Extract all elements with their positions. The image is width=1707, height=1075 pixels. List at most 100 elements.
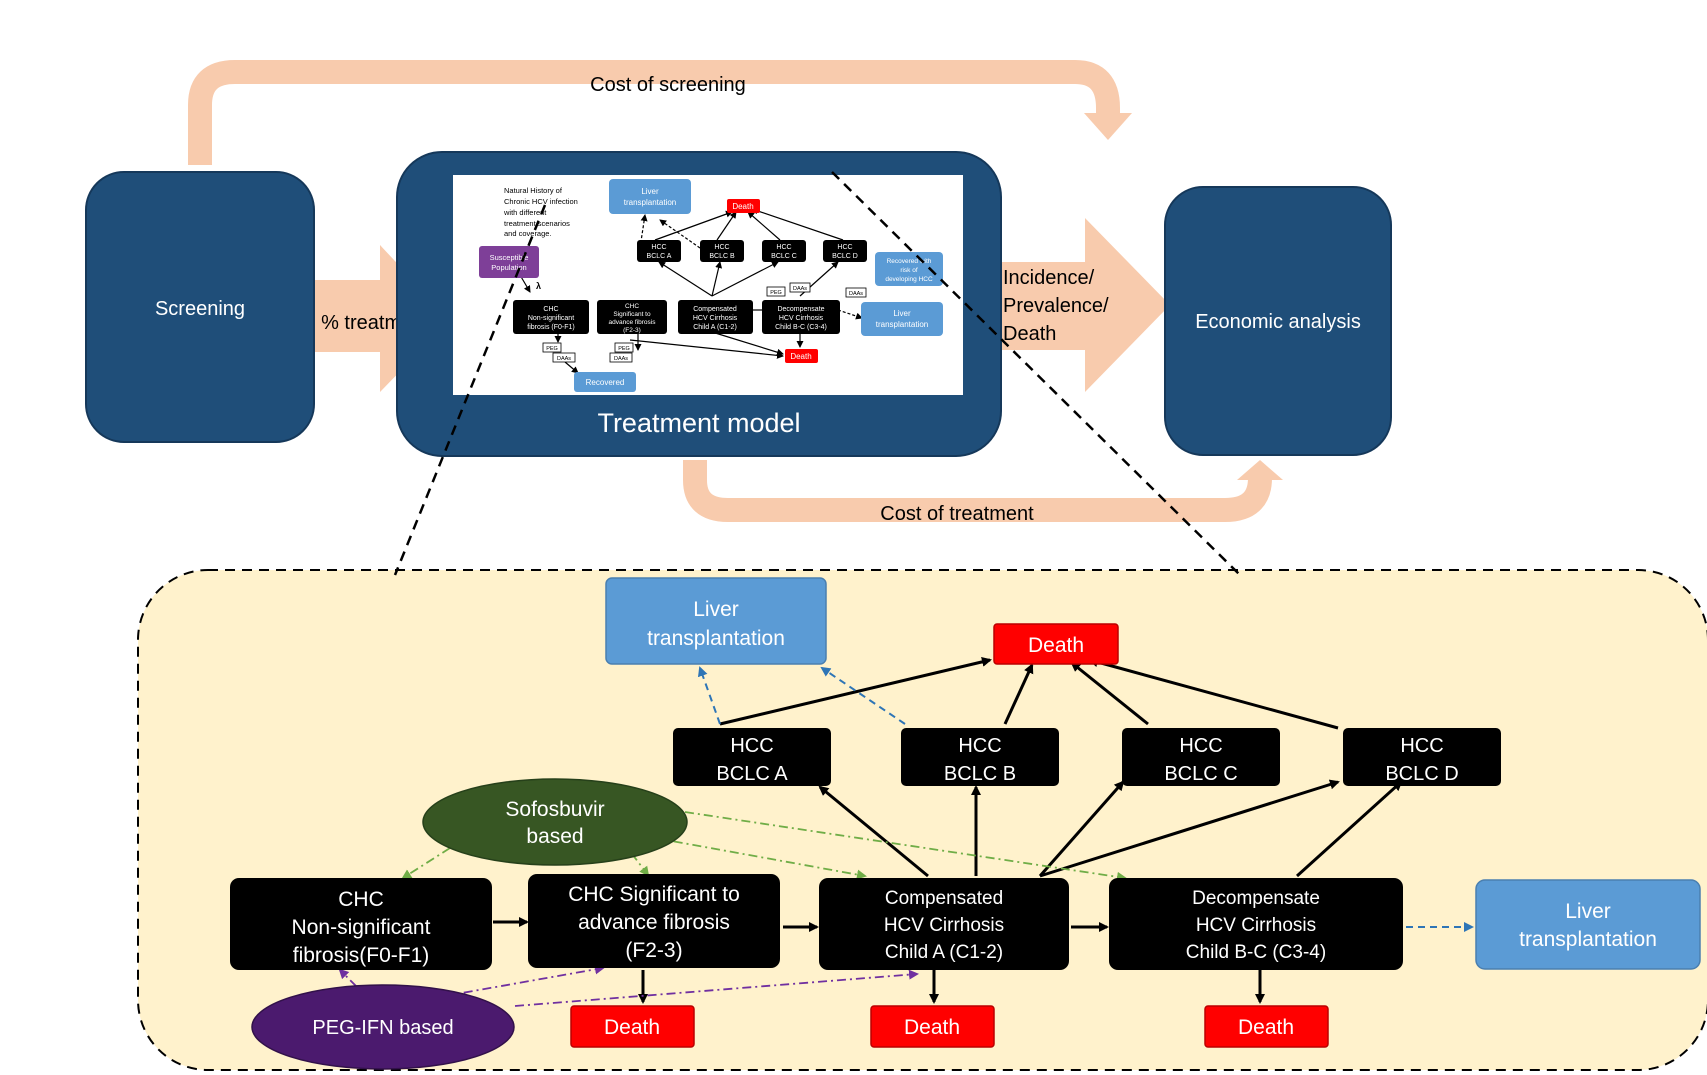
outcomes-flow-arrow bbox=[960, 218, 1170, 392]
screening-box bbox=[85, 171, 315, 443]
chc-significant-box bbox=[528, 874, 780, 968]
thumb-daas-tag bbox=[845, 287, 867, 298]
thumb-recovered-box bbox=[574, 372, 636, 392]
thumb-chc2-line: (F2-3) bbox=[623, 327, 641, 334]
chc-non-significant-line: fibrosis(F0-F1) bbox=[293, 944, 430, 967]
compensated-cirrhosis-line: HCV Cirrhosis bbox=[884, 915, 1004, 936]
thumb-susceptible-line: Population bbox=[491, 263, 526, 272]
thumb-death-top bbox=[727, 199, 760, 213]
thumb-daas-tag-label: DAAs bbox=[793, 286, 807, 292]
cost-of-screening-label: Cost of screening bbox=[590, 74, 746, 96]
death-bottom-label: Death bbox=[904, 1016, 960, 1039]
thumb-decomp-line: Child B-C (C3-4) bbox=[775, 324, 827, 331]
thumb-lambda: λ bbox=[536, 281, 541, 291]
outcome-prevalence-label: Prevalence/ bbox=[1003, 295, 1109, 317]
hcc-bclc-c-line: HCC bbox=[1179, 735, 1222, 757]
treatment-model-label: Treatment model bbox=[597, 408, 800, 438]
liver-tx-right-line: transplantation bbox=[1519, 928, 1657, 951]
thumb-chc1-box bbox=[513, 300, 589, 334]
thumb-recovered-risk-box bbox=[875, 252, 943, 286]
thumb-caption-line: with different bbox=[503, 208, 547, 217]
thumb-hcc-b-line: BCLC B bbox=[709, 253, 735, 260]
liver-tx-right-line: Liver bbox=[1565, 900, 1611, 923]
thumb-decomp-line: Decompensate bbox=[777, 306, 824, 313]
hcc-bclc-b-line: BCLC B bbox=[944, 763, 1016, 785]
thumb-chc2-line: advance fibrosis bbox=[609, 319, 657, 326]
hcc-bclc-c-box bbox=[1122, 728, 1280, 786]
thumb-decomp-box bbox=[762, 300, 840, 334]
outcome-incidence-label: Incidence/ bbox=[1003, 267, 1095, 289]
model-thumbnail: Natural History of Chronic HCV infection… bbox=[453, 175, 963, 395]
compensated-cirrhosis-box bbox=[819, 878, 1069, 970]
thumb-liver-tx-top-line: transplantation bbox=[624, 198, 676, 207]
death-bottom-label: Death bbox=[1238, 1016, 1294, 1039]
hcc-bclc-b-box bbox=[901, 728, 1059, 786]
thumb-hcc-a-line: BCLC A bbox=[647, 253, 672, 260]
zoom-line-left bbox=[393, 204, 547, 576]
thumb-peg-tag bbox=[542, 342, 562, 353]
thumb-caption-line: Natural History of bbox=[504, 186, 563, 195]
compensated-cirrhosis-line: Compensated bbox=[885, 888, 1003, 909]
thumb-daas-tag bbox=[552, 352, 576, 363]
thumb-daas-tag bbox=[789, 282, 811, 293]
decompensate-cirrhosis-line: Decompensate bbox=[1192, 888, 1320, 909]
thumb-peg-tag bbox=[766, 286, 786, 297]
thumb-death-bottom-label: Death bbox=[790, 352, 811, 361]
economic-analysis-label: Economic analysis bbox=[1195, 311, 1361, 333]
death-bottom-box bbox=[570, 1005, 695, 1048]
death-bottom-box bbox=[870, 1005, 995, 1048]
liver-tx-top-line: Liver bbox=[693, 598, 739, 621]
thumb-hcc-a-line: HCC bbox=[651, 244, 666, 251]
thumb-liver-tx-right-line: Liver bbox=[893, 309, 911, 318]
thumb-susceptible-line: Susceptible bbox=[490, 253, 529, 262]
chc-significant-line: (F2-3) bbox=[625, 939, 682, 962]
hcc-bclc-d-line: BCLC D bbox=[1385, 763, 1458, 785]
thumb-recovered-risk-line: developing HCC bbox=[885, 276, 933, 283]
hcc-bclc-a-line: BCLC A bbox=[716, 763, 788, 785]
thumb-susceptible-box bbox=[479, 246, 539, 278]
thumb-hcc-c-line: HCC bbox=[776, 244, 791, 251]
chc-non-significant-line: Non-significant bbox=[292, 916, 431, 939]
peg-ifn-label: PEG-IFN based bbox=[312, 1017, 453, 1039]
thumb-chc2-box bbox=[597, 300, 667, 334]
thumb-death-top-label: Death bbox=[732, 202, 753, 211]
thumb-peg-tag-label: PEG bbox=[770, 290, 782, 296]
thumb-hcc-d-box bbox=[823, 240, 867, 262]
thumb-comp-line: HCV Cirrhosis bbox=[693, 315, 738, 322]
thumb-recovered-risk-line: risk of bbox=[900, 267, 918, 274]
thumb-caption-line: and coverage. bbox=[504, 229, 552, 238]
liver-tx-top-line: transplantation bbox=[647, 627, 785, 650]
hcc-bclc-d-line: HCC bbox=[1400, 735, 1443, 757]
thumb-chc2-line: Significant to bbox=[613, 311, 651, 318]
thumb-liver-tx-right-line: transplantation bbox=[876, 320, 928, 329]
thumb-daas-tag-label: DAAs bbox=[849, 291, 863, 297]
thumb-liver-tx-right bbox=[861, 302, 943, 336]
thumb-death-bottom bbox=[785, 349, 818, 363]
liver-tx-top-box bbox=[605, 577, 827, 665]
hcc-bclc-a-box bbox=[673, 728, 831, 786]
decompensate-cirrhosis-box bbox=[1109, 878, 1403, 970]
compensated-cirrhosis-line: Child A (C1-2) bbox=[885, 942, 1003, 963]
thumb-hcc-b-box bbox=[700, 240, 744, 262]
sofosbuvir-line: based bbox=[526, 825, 583, 848]
thumb-chc2-line: CHC bbox=[625, 303, 639, 310]
thumb-hcc-c-line: BCLC C bbox=[771, 253, 797, 260]
zoom-line-right bbox=[831, 171, 1241, 576]
thumb-hcc-b-line: HCC bbox=[714, 244, 729, 251]
thumb-peg-tag-label: PEG bbox=[546, 346, 558, 352]
liver-tx-right-box bbox=[1475, 879, 1701, 970]
thumb-comp-line: Compensated bbox=[693, 306, 737, 313]
cost-of-treatment-label: Cost of treatment bbox=[880, 503, 1034, 525]
chc-significant-line: advance fibrosis bbox=[578, 911, 730, 934]
economic-analysis-box bbox=[1164, 186, 1392, 456]
thumb-caption-line: Chronic HCV infection bbox=[504, 197, 578, 206]
thumb-peg-tag bbox=[614, 342, 634, 353]
thumb-decomp-line: HCV Cirrhosis bbox=[779, 315, 824, 322]
thumb-peg-tag-label: PEG bbox=[618, 346, 630, 352]
hcc-bclc-c-line: BCLC C bbox=[1164, 763, 1237, 785]
thumb-recovered-risk-line: Recovered with bbox=[887, 258, 932, 265]
thumb-chc1-line: fibrosis (F0-F1) bbox=[527, 324, 574, 331]
cost-of-screening-arrow bbox=[188, 60, 1132, 165]
peg-ifn-ellipse bbox=[251, 984, 515, 1070]
